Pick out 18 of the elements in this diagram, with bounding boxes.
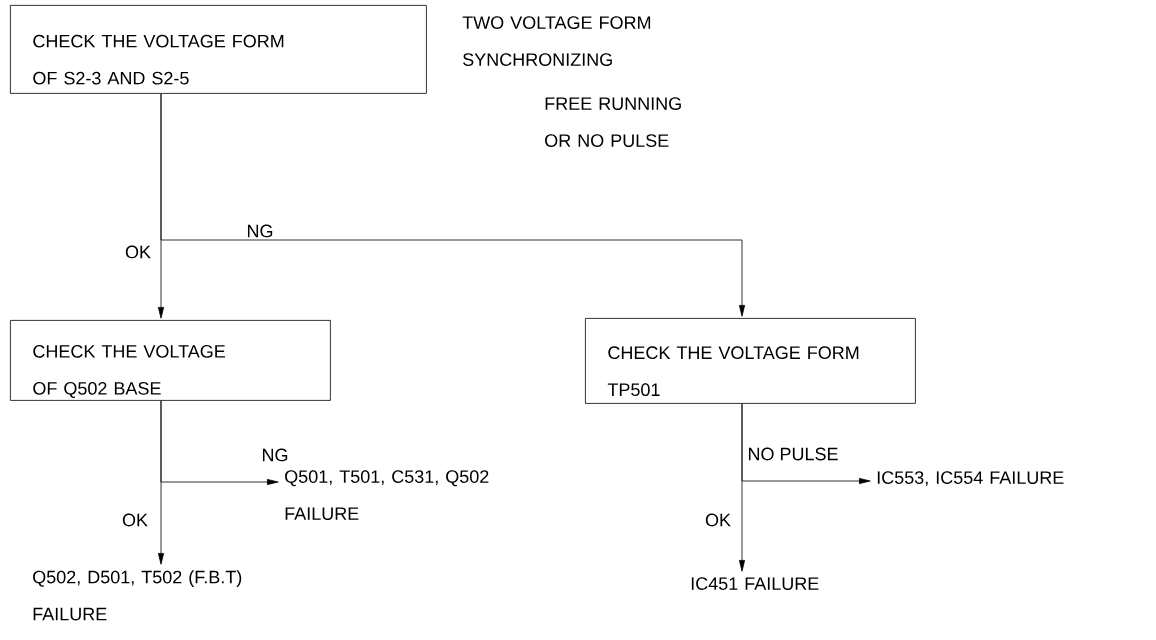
arrow xyxy=(158,400,164,565)
process-box: CHECK THE VOLTAGE FORM OF S2-3 AND S2-5 xyxy=(10,5,427,94)
edge-label: NG xyxy=(245,223,275,239)
result-text: Q502, D501, T502 (F.B.T) FAILURE xyxy=(33,570,242,621)
arrow xyxy=(739,403,745,572)
edge-label: NO PULSE xyxy=(746,446,840,462)
note-text: TWO VOLTAGE FORM SYNCHRONIZING xyxy=(462,16,651,66)
result-text: IC553, IC554 FAILURE xyxy=(877,471,1064,487)
edge-label: NG xyxy=(260,447,290,463)
process-box: CHECK THE VOLTAGE OF Q502 BASE xyxy=(10,320,331,401)
note-text: FREE RUNNING OR NO PULSE xyxy=(545,97,681,147)
result-text: Q501, T501, C531, Q502 FAILURE xyxy=(285,470,489,520)
result-text: IC451 FAILURE xyxy=(691,577,819,590)
process-box: CHECK THE VOLTAGE FORM TP501 xyxy=(585,318,916,404)
edge-label: OK xyxy=(121,512,149,528)
arrow xyxy=(160,93,745,317)
edge-label: OK xyxy=(704,512,732,528)
edge-label: OK xyxy=(124,244,152,260)
